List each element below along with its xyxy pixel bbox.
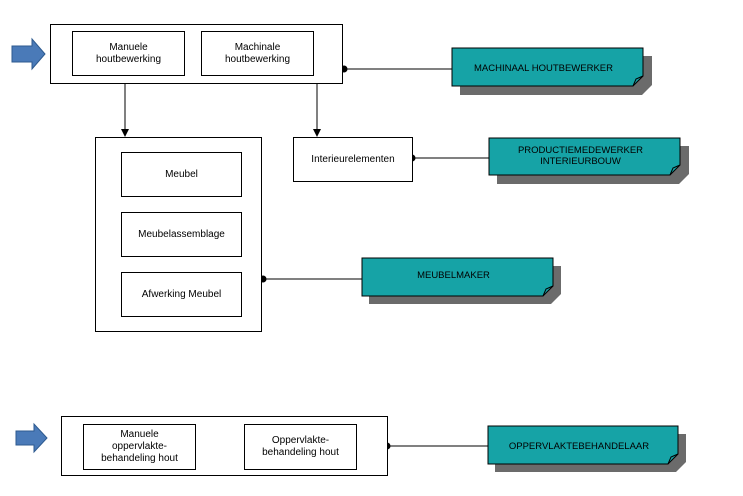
role-note-oppervlakte-shape (487, 425, 686, 472)
role-machinaal-houtbewerker: MACHINAAL HOUTBEWERKER (474, 62, 613, 74)
role-meubelmaker: MEUBELMAKER (417, 270, 490, 281)
box-interieurelementen: Interieurelementen (293, 137, 413, 182)
role-note-productie-shape (488, 137, 689, 184)
start-arrow-bottom (15, 422, 48, 454)
role-oppervlaktebehandelaar: OPPERVLAKTEBEHANDELAAR (508, 440, 650, 452)
box-manuele-oppervlaktebehandeling: Manuele oppervlakte- behandeling hout (83, 424, 196, 470)
start-arrow-top (11, 37, 46, 71)
box-meubel: Meubel (121, 152, 242, 197)
role-note-machinaal-shape (451, 47, 652, 95)
box-manuele-houtbewerking: Manuele houtbewerking (72, 31, 185, 76)
box-machinale-houtbewerking: Machinale houtbewerking (201, 31, 314, 76)
box-meubelassemblage: Meubelassemblage (121, 212, 242, 257)
box-oppervlaktebehandeling-hout: Oppervlakte- behandeling hout (244, 424, 357, 470)
box-afwerking-meubel: Afwerking Meubel (121, 272, 242, 317)
role-note-meubelmaker-shape (361, 257, 561, 304)
role-productiemedewerker-interieurbouw: PRODUCTIEMEDEWERKER INTERIEURBOUW (517, 144, 644, 167)
